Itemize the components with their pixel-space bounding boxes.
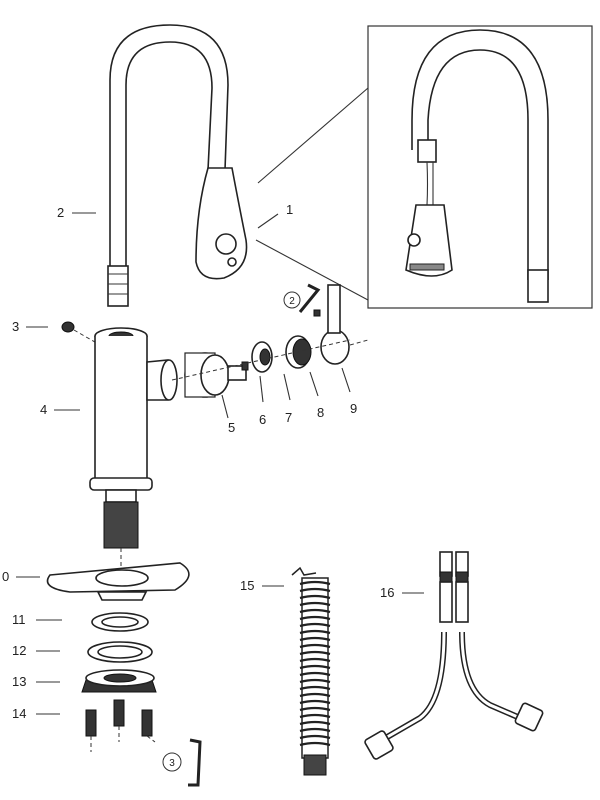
spring-coil	[299, 692, 331, 698]
tool-badge-2: 2	[283, 291, 301, 309]
callout-9: 9	[350, 401, 357, 416]
supply-hoses	[364, 551, 544, 760]
callout-15: 15	[240, 578, 254, 593]
spring-coil	[299, 678, 331, 684]
spring-coil	[299, 629, 331, 635]
spray-button	[215, 233, 237, 255]
spring-coil	[299, 608, 331, 614]
callout-3: 3	[12, 319, 19, 334]
inset-spray-head	[405, 204, 453, 277]
spring-coil	[299, 727, 331, 733]
spring-coil	[299, 664, 331, 670]
spring-coil	[299, 615, 331, 621]
mounting-screws	[85, 699, 156, 752]
allen-key-small	[171, 283, 351, 381]
body-base-ring	[89, 477, 153, 491]
mounting-nut	[81, 669, 157, 693]
callout-16: 16	[380, 585, 394, 600]
spring-coil	[299, 594, 331, 600]
spring-coil	[299, 636, 331, 642]
callout-4: 4	[40, 402, 47, 417]
spring-coil	[299, 720, 331, 726]
spring-coil	[299, 643, 331, 649]
spring-coil	[299, 587, 331, 593]
hose-nut-right	[514, 702, 544, 732]
inset-spout-base	[527, 269, 549, 303]
spring-coil	[299, 580, 331, 586]
callout-8: 8	[317, 405, 324, 420]
threaded-shank	[103, 501, 139, 549]
cartridge	[184, 352, 249, 398]
set-screw	[61, 321, 101, 346]
callout-14: 14	[12, 706, 26, 721]
spring-coil	[299, 671, 331, 677]
inset-spout-outline	[411, 29, 549, 280]
faucet-body	[89, 327, 178, 570]
callout-6: 6	[259, 412, 266, 427]
spring-coil	[299, 622, 331, 628]
callouts: 1 2 3 4 5 6 7 8 9 0 11 12 13	[2, 202, 424, 721]
callout-7: 7	[285, 410, 292, 425]
spring-coil	[299, 699, 331, 705]
spring-coil	[299, 650, 331, 656]
base-plate	[46, 562, 190, 601]
inset-detail-panel	[255, 25, 593, 309]
spout-gooseneck	[107, 24, 229, 307]
spring-coil	[299, 741, 331, 747]
hose-weight-spring	[291, 566, 331, 776]
spring-coil	[299, 601, 331, 607]
callout-0: 0	[2, 569, 9, 584]
callout-1: 1	[286, 202, 293, 217]
cartridge-nut	[251, 341, 273, 373]
tool-badge-3-label: 3	[169, 758, 175, 769]
callout-13: 13	[12, 674, 26, 689]
inset-spout-gooseneck	[427, 49, 529, 280]
handle-lever	[327, 284, 341, 334]
spray-head	[195, 167, 248, 280]
allen-key-large	[188, 738, 202, 787]
callout-5: 5	[228, 420, 235, 435]
tool-badge-2-label: 2	[289, 296, 295, 307]
callout-2: 2	[57, 205, 64, 220]
spring-coil	[299, 657, 331, 663]
spring-coil	[299, 706, 331, 712]
hose-nut-left	[364, 730, 394, 760]
tool-badge-3: 3	[162, 752, 182, 772]
spring-coil	[299, 685, 331, 691]
spring-coil	[299, 713, 331, 719]
spout-connector	[107, 265, 129, 307]
spring-coil	[299, 734, 331, 740]
handle	[320, 284, 369, 365]
callout-11: 11	[12, 612, 26, 627]
callout-12: 12	[12, 643, 26, 658]
